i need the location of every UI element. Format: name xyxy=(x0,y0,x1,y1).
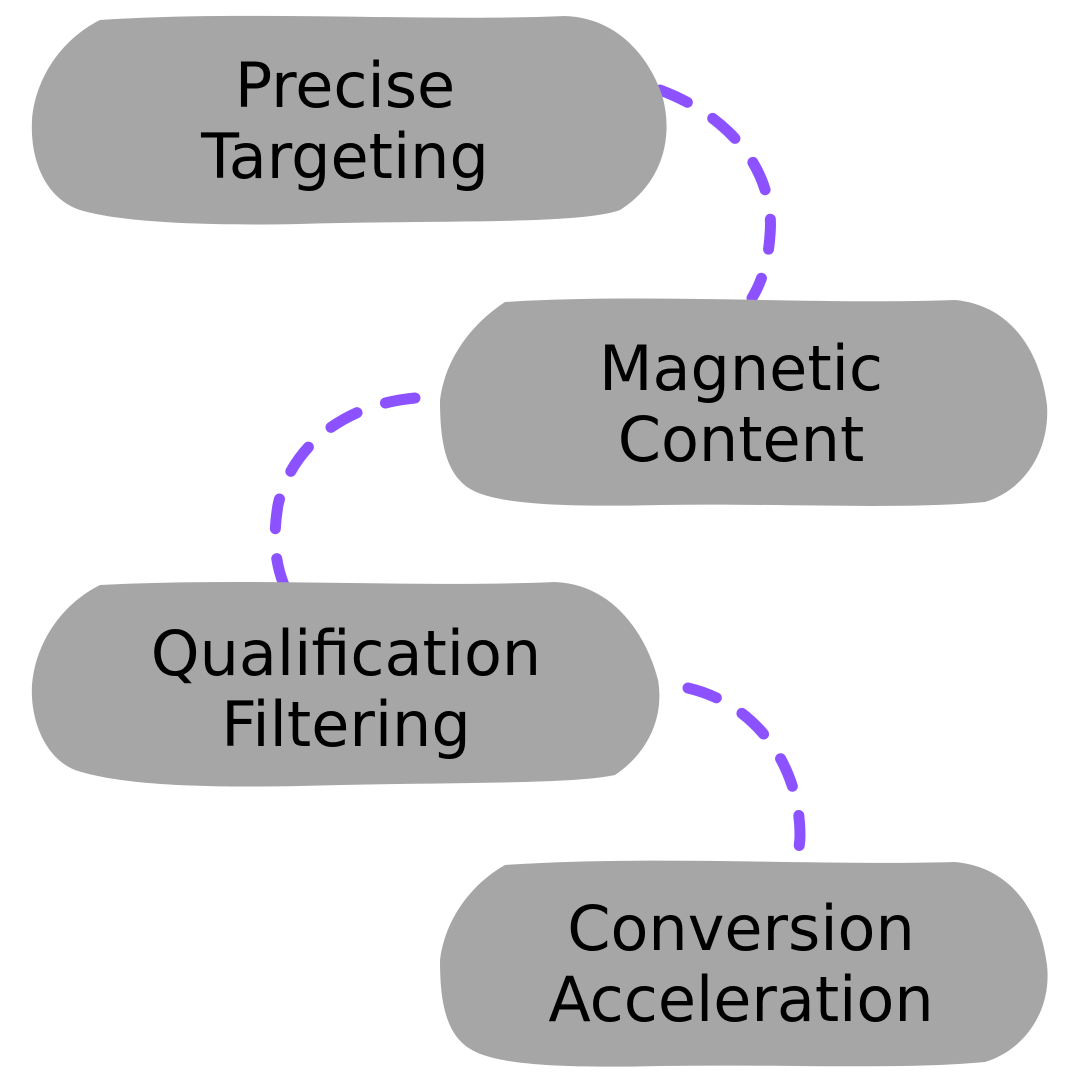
step-label: Targeting xyxy=(200,120,489,193)
step-pill-shape xyxy=(31,581,660,787)
step-qualification-filtering: Qualification Filtering xyxy=(31,581,660,787)
step-pill-shape xyxy=(31,15,667,225)
connector-2-to-3 xyxy=(269,392,421,591)
step-label: Conversion xyxy=(567,892,915,965)
step-label: Magnetic xyxy=(599,332,883,405)
step-label: Acceleration xyxy=(548,963,933,1036)
step-pill-shape xyxy=(440,298,1048,506)
connector-3-to-4 xyxy=(682,682,806,866)
step-label: Qualification xyxy=(151,617,541,690)
step-pill-shape xyxy=(440,860,1048,1067)
step-label: Content xyxy=(618,403,865,476)
step-magnetic-content: Magnetic Content xyxy=(440,298,1048,506)
step-precise-targeting: Precise Targeting xyxy=(31,15,667,225)
step-label: Filtering xyxy=(221,688,470,761)
step-label: Precise xyxy=(235,49,455,122)
step-conversion-acceleration: Conversion Acceleration xyxy=(440,860,1048,1067)
connector-1-to-2 xyxy=(654,84,776,304)
